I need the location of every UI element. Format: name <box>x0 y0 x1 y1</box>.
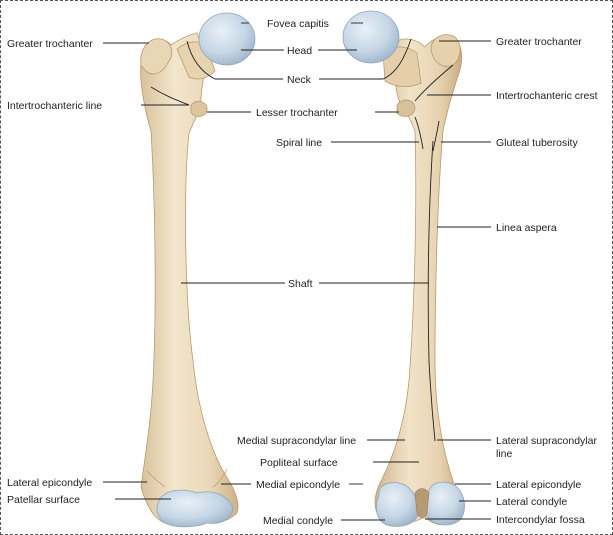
label-lateral-supracondylar-line-2: line <box>496 448 513 460</box>
labels: Fovea capitis Head Neck Greater trochant… <box>7 18 598 527</box>
label-linea-aspera: Linea aspera <box>496 222 557 234</box>
label-greater-trochanter-right: Greater trochanter <box>496 36 582 48</box>
label-gluteal-tuberosity: Gluteal tuberosity <box>496 137 578 149</box>
label-intercondylar-fossa: Intercondylar fossa <box>496 514 585 526</box>
label-head: Head <box>287 45 312 57</box>
label-medial-condyle: Medial condyle <box>263 515 333 527</box>
label-lateral-condyle: Lateral condyle <box>496 496 567 508</box>
label-intertrochanteric-crest: Intertrochanteric crest <box>496 90 598 102</box>
posterior-head <box>343 11 399 63</box>
label-lesser-trochanter: Lesser trochanter <box>256 107 338 119</box>
label-shaft: Shaft <box>288 278 313 290</box>
label-medial-epicondyle: Medial epicondyle <box>256 479 340 491</box>
label-greater-trochanter-left: Greater trochanter <box>7 38 93 50</box>
anterior-head <box>199 13 255 65</box>
label-fovea-capitis: Fovea capitis <box>267 18 329 30</box>
label-patellar-surface: Patellar surface <box>7 494 80 506</box>
label-lateral-epicondyle-left: Lateral epicondyle <box>7 477 92 489</box>
posterior-femur-body <box>375 37 462 525</box>
label-medial-supracondylar-line: Medial supracondylar line <box>237 435 356 447</box>
label-lateral-supracondylar-line: Lateral supracondylar <box>496 435 597 447</box>
label-neck: Neck <box>287 74 312 86</box>
anterior-femur-body <box>141 33 238 525</box>
anterior-lesser-trochanter <box>191 102 207 117</box>
label-lateral-epicondyle-right: Lateral epicondyle <box>496 479 581 491</box>
posterior-lesser-trochanter <box>397 100 415 116</box>
patellar-surface-area <box>157 490 233 527</box>
anterior-femur <box>141 13 255 527</box>
label-intertrochanteric-line: Intertrochanteric line <box>7 100 102 112</box>
intercondylar-fossa-area <box>415 489 429 518</box>
posterior-femur <box>343 11 464 526</box>
label-popliteal-surface: Popliteal surface <box>260 457 338 469</box>
label-spiral-line: Spiral line <box>276 137 322 149</box>
